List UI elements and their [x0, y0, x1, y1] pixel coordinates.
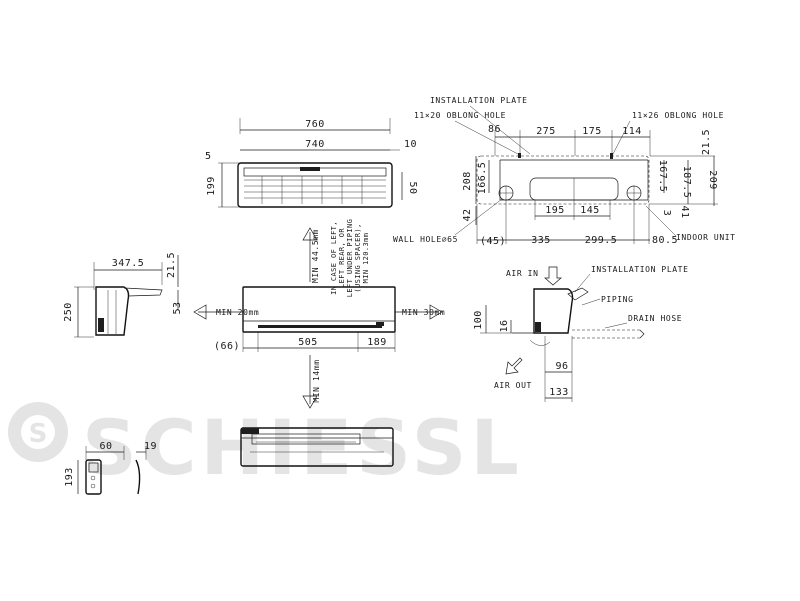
watermark: S SCHIESSL — [8, 402, 523, 492]
label-drain-hose: DRAIN HOSE — [628, 314, 682, 323]
note-line-3: LEFT UNDER PIPING — [346, 219, 354, 297]
dim-piping-96: 96 — [555, 361, 568, 372]
dim-plate-275: 275 — [536, 126, 556, 137]
clearance-top: MIN 44.5mm — [311, 229, 320, 283]
note-line-1: IN CASE OF LEFT, — [330, 221, 338, 295]
dim-offset-left: 5 — [205, 151, 212, 162]
dim-width-total: 760 — [305, 119, 325, 130]
dim-plate-45: (45) — [480, 236, 506, 247]
dim-piping-16: 16 — [499, 319, 510, 332]
dim-plate-208: 208 — [462, 171, 473, 191]
label-hole-right: 11×26 OBLONG HOLE — [632, 111, 724, 120]
remote-view: 60 19 193 — [64, 441, 157, 495]
dim-plate-335: 335 — [531, 235, 551, 246]
clearance-bottom: MIN 14mm — [312, 359, 321, 402]
watermark-text: SCHIESSL — [82, 403, 523, 492]
dim-side-depth: 347.5 — [112, 258, 145, 269]
note-line-2: LEFT REAR, OR — [338, 228, 346, 288]
dim-front-66: (66) — [214, 341, 240, 352]
dim-front-505: 505 — [298, 337, 318, 348]
side-view: 347.5 21.5 53 250 — [63, 252, 183, 338]
dim-plate-80: 80.5 — [652, 235, 678, 246]
dim-plate-114: 114 — [622, 126, 642, 137]
label-piping-plate: INSTALLATION PLATE — [591, 265, 689, 274]
dim-plate-41: 41 — [679, 205, 690, 218]
clearance-left: MIN 20mm — [216, 308, 259, 317]
dim-plate-145: 145 — [580, 205, 600, 216]
dim-plate-86: 86 — [488, 124, 501, 135]
bottom-view — [240, 427, 394, 467]
note-line-5: MIN 120.3mm — [362, 233, 370, 284]
dim-remote-width: 60 — [99, 441, 112, 452]
dim-height: 199 — [206, 176, 217, 196]
dim-piping-100: 100 — [473, 310, 484, 330]
label-piping: PIPING — [601, 295, 634, 304]
dim-width-inner: 740 — [305, 139, 325, 150]
dim-plate-175: 175 — [582, 126, 602, 137]
label-hole-left: 11×20 OBLONG HOLE — [414, 111, 506, 120]
dim-side-height: 250 — [63, 302, 74, 322]
label-air-in: AIR IN — [506, 269, 539, 278]
top-view: 760 740 10 5 199 50 — [205, 118, 418, 208]
front-view: MIN 44.5mm IN CASE OF LEFT, LEFT REAR, O… — [193, 219, 445, 409]
dim-piping-133: 133 — [549, 387, 569, 398]
dim-plate-167: 167.5 — [657, 160, 668, 193]
label-air-out: AIR OUT — [494, 381, 532, 390]
dim-front-189: 189 — [367, 337, 387, 348]
dim-offset-right: 10 — [404, 139, 417, 150]
dim-plate-299: 299.5 — [585, 235, 618, 246]
piping-view: AIR IN INSTALLATION PLATE PIPING DRAIN H… — [473, 265, 689, 402]
dim-plate-195: 195 — [545, 205, 565, 216]
dim-remote-height: 193 — [64, 467, 75, 487]
dim-plate-3: 3 — [661, 210, 672, 217]
dim-plate-209: 209 — [707, 170, 718, 190]
piping-note: IN CASE OF LEFT, LEFT REAR, OR LEFT UNDE… — [330, 219, 370, 297]
label-indoor-unit: INDOOR UNIT — [676, 233, 736, 242]
dim-plate-166: 166.5 — [477, 162, 488, 195]
label-installation-plate: INSTALLATION PLATE — [430, 96, 528, 105]
note-line-4: (USING SPACER), — [354, 223, 362, 292]
clearance-right: MIN 30mm — [402, 308, 445, 317]
dim-remote-depth: 19 — [144, 441, 157, 452]
label-wall-hole: WALL HOLE∅65 — [393, 235, 458, 244]
dim-plate-right-top: 21.5 — [701, 129, 712, 155]
dim-side-top-gap: 21.5 — [166, 252, 177, 278]
dim-side-flap: 53 — [172, 301, 183, 314]
dim-plate-42: 42 — [462, 208, 473, 221]
installation-plate-view: INSTALLATION PLATE 11×20 OBLONG HOLE 11×… — [393, 96, 736, 247]
watermark-logo: S — [29, 419, 48, 449]
dim-side-depth: 50 — [407, 181, 418, 194]
dim-plate-187: 187.5 — [681, 166, 692, 199]
